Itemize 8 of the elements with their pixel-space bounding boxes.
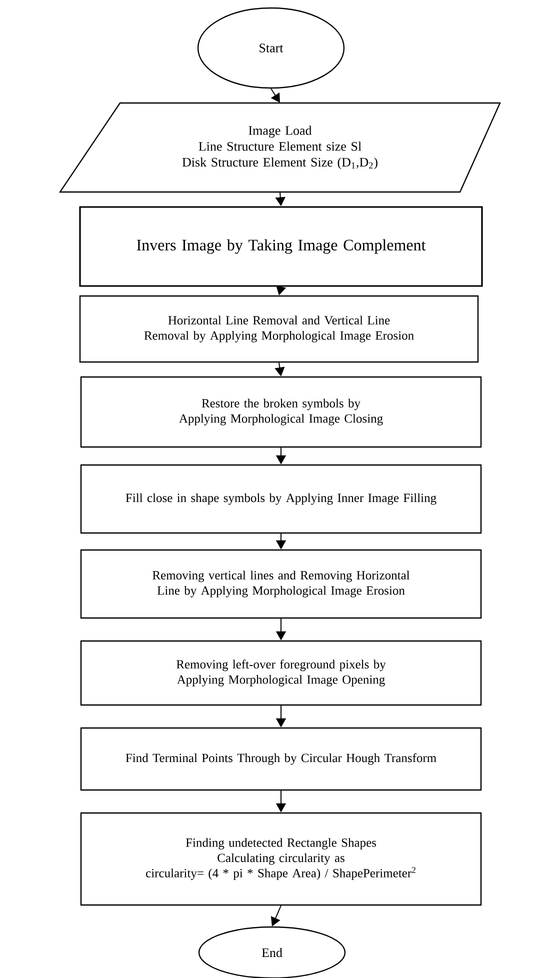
process-box: Restore the broken symbols by Applying Morphological Image Closing xyxy=(80,376,482,448)
process-box: Finding undetected Rectangle Shapes Calculating circularity as circularity= (4 * pi * Shape Area) / ShapePerimeter$^{2}$ xyxy=(80,812,482,906)
process-box: Removing vertical lines and Removing Horizontal Line by Applying Morphological Image Erosion xyxy=(80,549,482,619)
process-box: Invers Image by Taking Image Complement xyxy=(79,206,483,287)
process-box: Horizontal Line Removal and Vertical Line Removal by Applying Morphological Image Erosion xyxy=(79,295,479,363)
process-box: Fill close in shape symbols by Applying Inner Image Filling xyxy=(80,464,482,534)
process-box: Find Terminal Points Through by Circular Hough Transform xyxy=(80,727,482,791)
process-box: Removing left-over foreground pixels by Applying Morphological Image Opening xyxy=(80,640,482,706)
